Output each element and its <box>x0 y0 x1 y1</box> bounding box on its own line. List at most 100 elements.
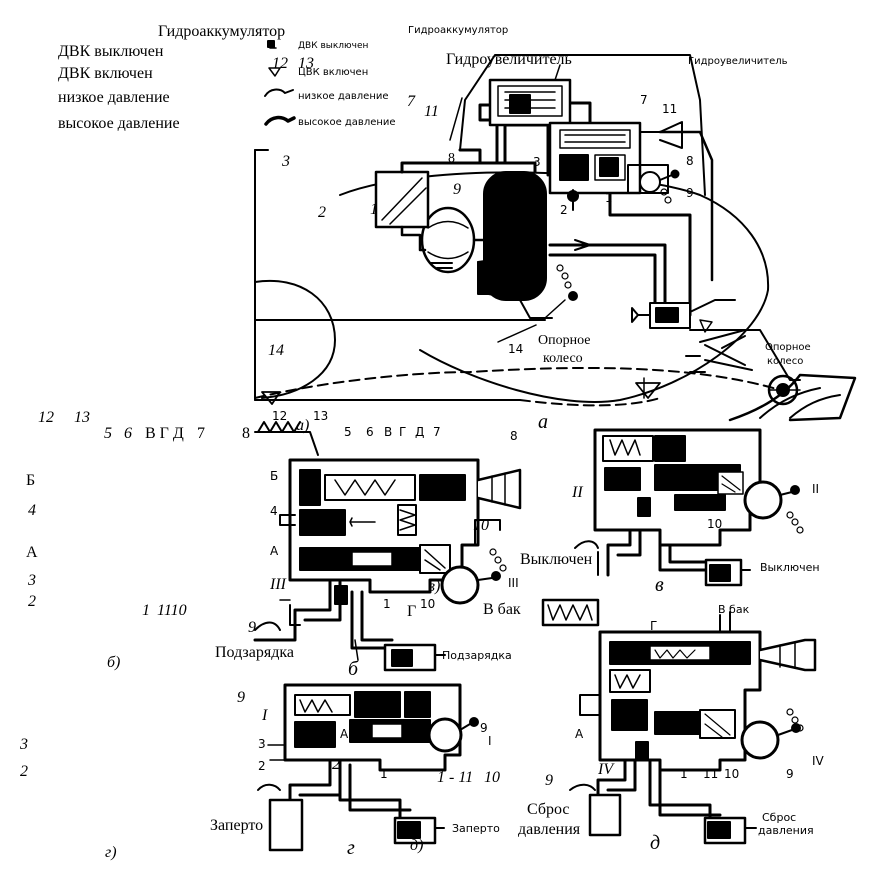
pb-10b: 10 <box>420 597 436 611</box>
pb-8: 8 <box>510 429 518 443</box>
pg-locked: Заперто <box>210 817 264 834</box>
num-11-top: 11 <box>424 103 439 120</box>
pb-9: 9 <box>248 619 256 636</box>
num-13-top: 13 <box>298 55 314 72</box>
pg-A: А <box>340 727 349 741</box>
pb-to-tank: В бак <box>483 601 521 618</box>
pd-10: 10 <box>724 767 740 781</box>
label-amplifier: Гидроувеличитель <box>446 51 572 68</box>
pb-10: 10 <box>473 517 489 534</box>
left-2: 2 <box>28 593 36 610</box>
num-2-top: 2 <box>318 204 326 221</box>
pg-3: 3 <box>258 737 266 751</box>
pg-I-print: I <box>488 734 492 748</box>
pb-1: 1 <box>383 597 391 611</box>
print-11: 11 <box>662 102 678 116</box>
print-2: 2 <box>560 203 568 217</box>
left-7: 7 <box>197 425 205 442</box>
pd-G: Г <box>650 619 658 633</box>
pv-fig: в <box>655 574 664 596</box>
print-support-wheel-2: колесо <box>767 356 804 367</box>
figure-a-label: а <box>538 411 548 433</box>
num-8-top: 8 <box>448 151 455 166</box>
legend-low-pressure: низкое давление <box>58 89 170 106</box>
pd-release-print-1: Сброс <box>762 811 797 824</box>
pb-III: III <box>270 576 286 593</box>
print-9: 9 <box>686 186 694 200</box>
pg-locked-print: Заперто <box>452 822 500 835</box>
pd-IV-print: IV <box>812 754 824 768</box>
print-7: 7 <box>640 93 648 107</box>
num-7-top: 7 <box>407 93 415 110</box>
legend-accumulator: Гидроаккумулятор <box>158 23 286 40</box>
left-fig-g: г) <box>105 844 117 861</box>
print-1: 1 <box>605 191 613 205</box>
print-3: 3 <box>533 155 541 169</box>
pd-to-tank: В бак <box>718 603 750 616</box>
left-12: 12 <box>38 409 54 426</box>
pb-a-paren: а) <box>296 417 310 434</box>
pb-13: 13 <box>313 409 329 423</box>
pd-9: 9 <box>786 767 794 781</box>
pd-A: А <box>575 727 584 741</box>
pb-7: 7 <box>433 425 441 439</box>
legend-dvk-off: ДВК выключен <box>58 43 164 60</box>
pv-II: II <box>572 484 583 501</box>
pv-off-print: Выключен <box>760 561 820 574</box>
panel-d-valve <box>541 598 817 845</box>
print-support-wheel-1: Опорное <box>765 342 811 353</box>
pd-1: 1 <box>680 767 688 781</box>
pg-I: I <box>262 707 268 724</box>
left-9: 9 <box>237 689 245 706</box>
plough-assembly <box>631 299 857 422</box>
pd-fig: д <box>650 832 661 854</box>
print-low-pressure: низкое давление <box>298 91 389 102</box>
pb-V: В <box>384 425 393 439</box>
pg-1-11: 1 - 11 <box>437 769 474 786</box>
left-3: 3 <box>28 572 36 589</box>
left-A: А <box>26 544 38 561</box>
pb-12: 12 <box>272 409 288 423</box>
left-1: 1 <box>142 602 150 619</box>
pv-II-print: II <box>812 482 820 496</box>
print-14: 14 <box>508 342 524 356</box>
pb-Gc: Г <box>407 603 417 620</box>
pb-4: 4 <box>270 504 278 518</box>
pb-fig: б <box>348 658 359 680</box>
print-dvk-on: ЦВК включен <box>298 67 369 78</box>
left-5: 5 <box>104 425 112 442</box>
pb-III-print: III <box>508 576 519 590</box>
pb-charging-print: Подзарядка <box>442 649 512 662</box>
pb-5: 5 <box>344 425 352 439</box>
left-4: 4 <box>28 502 36 519</box>
left-1110: 1110 <box>157 602 187 619</box>
num-1-top: 1 <box>370 201 378 218</box>
left-B: Б <box>26 472 36 489</box>
pd-9-left: 9 <box>545 772 553 789</box>
pd-11: 11 <box>703 767 719 781</box>
print-8: 8 <box>686 154 694 168</box>
pb-A: А <box>270 544 279 558</box>
pg-1: 1 <box>380 767 388 781</box>
pg-10: 10 <box>484 769 500 786</box>
accumulator-tank <box>374 170 553 319</box>
pd-release-2: давления <box>518 821 581 838</box>
pg-2-inner: 2 <box>332 756 340 773</box>
pg-d-paren: д) <box>410 837 424 854</box>
pb-B: Б <box>270 469 279 483</box>
left-2b: 2 <box>20 763 28 780</box>
print-dvk-off: ДВК выключен <box>298 41 369 51</box>
panel-b-valve <box>253 421 522 672</box>
tractor-outline <box>254 54 781 407</box>
pd-release-1: Сброс <box>527 801 570 818</box>
left-3b: 3 <box>20 736 28 753</box>
pg-fig: г <box>347 837 355 859</box>
left-13: 13 <box>74 409 90 426</box>
num-3-top: 3 <box>282 153 290 170</box>
pb-6: 6 <box>366 425 374 439</box>
pb-charging: Подзарядка <box>215 644 294 661</box>
left-fig-b: б) <box>107 654 121 671</box>
ground-markers <box>261 64 661 405</box>
